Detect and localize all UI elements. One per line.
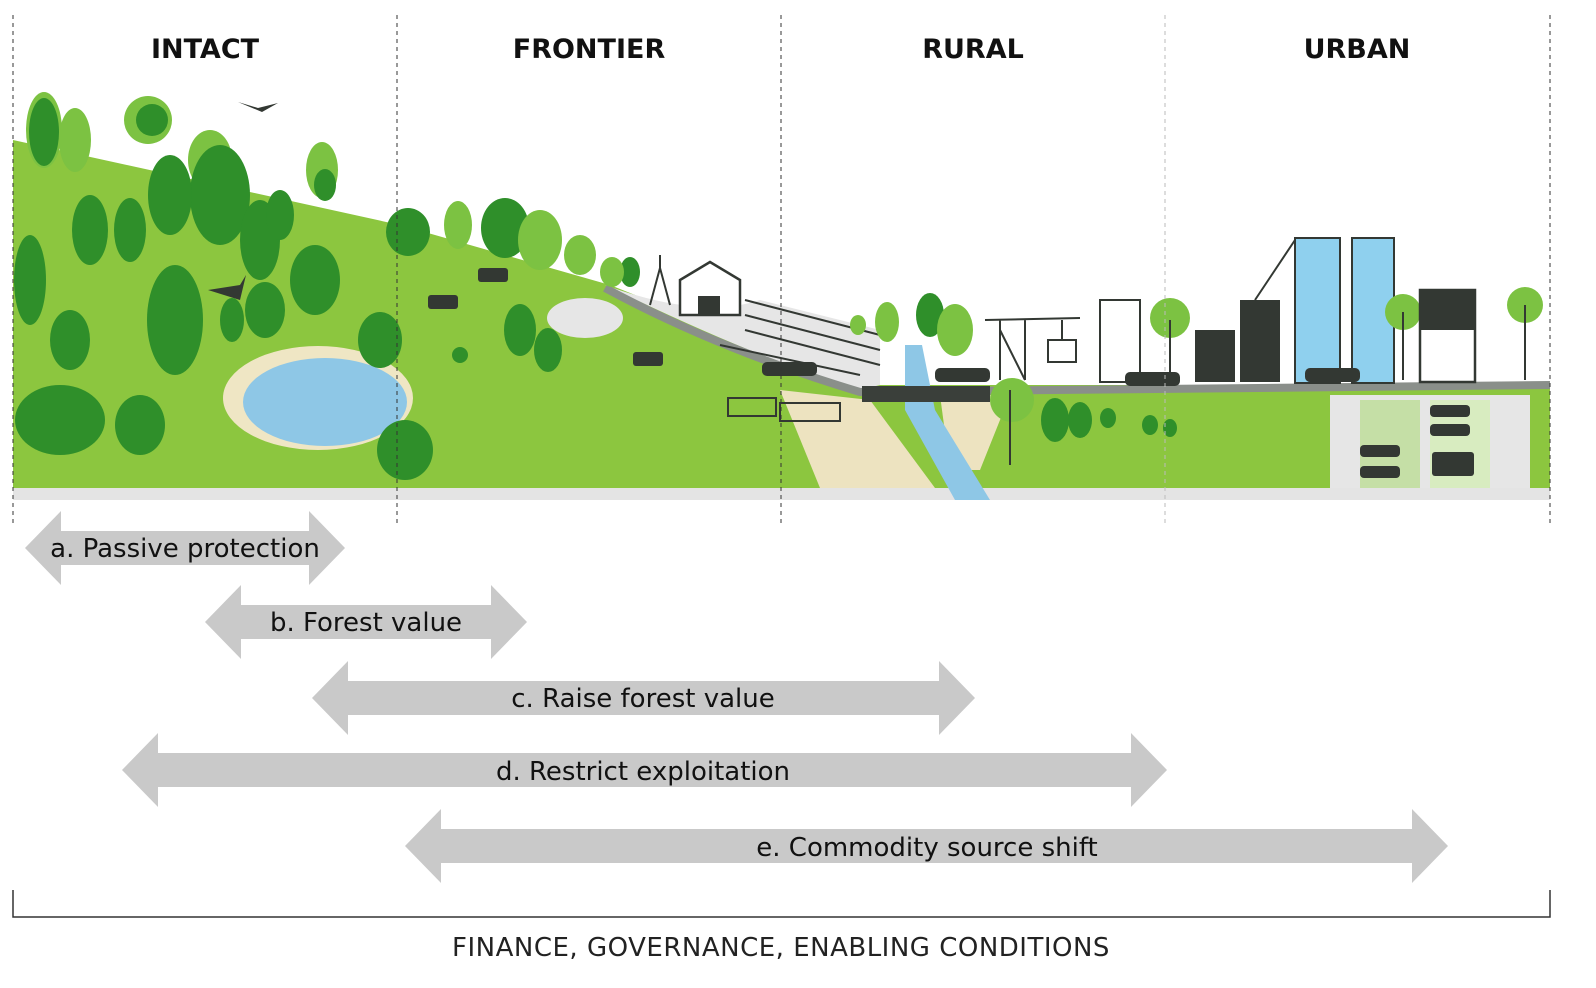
arrow-raise-forest-value [312, 661, 975, 735]
zone-heading-intact: INTACT [151, 34, 260, 65]
zone-heading-frontier: FRONTIER [513, 34, 666, 65]
arrow-passive-protection [25, 511, 345, 585]
enabling-conditions-bracket [12, 890, 1551, 918]
footer-label: FINANCE, GOVERNANCE, ENABLING CONDITIONS [452, 933, 1110, 963]
arrow-label-b: b. Forest value [270, 608, 462, 638]
arrow-label-c: c. Raise forest value [511, 684, 774, 714]
arrow-label-e: e. Commodity source shift [756, 833, 1097, 863]
arrow-forest-value [205, 585, 527, 659]
arrow-commodity-source-shift [405, 809, 1448, 883]
zone-heading-urban: URBAN [1304, 34, 1411, 65]
zone-heading-rural: RURAL [922, 34, 1024, 65]
arrow-label-d: d. Restrict exploitation [496, 757, 790, 787]
arrow-label-a: a. Passive protection [50, 534, 320, 564]
arrow-restrict-exploitation [122, 733, 1167, 807]
zone-dividers [12, 15, 1551, 525]
